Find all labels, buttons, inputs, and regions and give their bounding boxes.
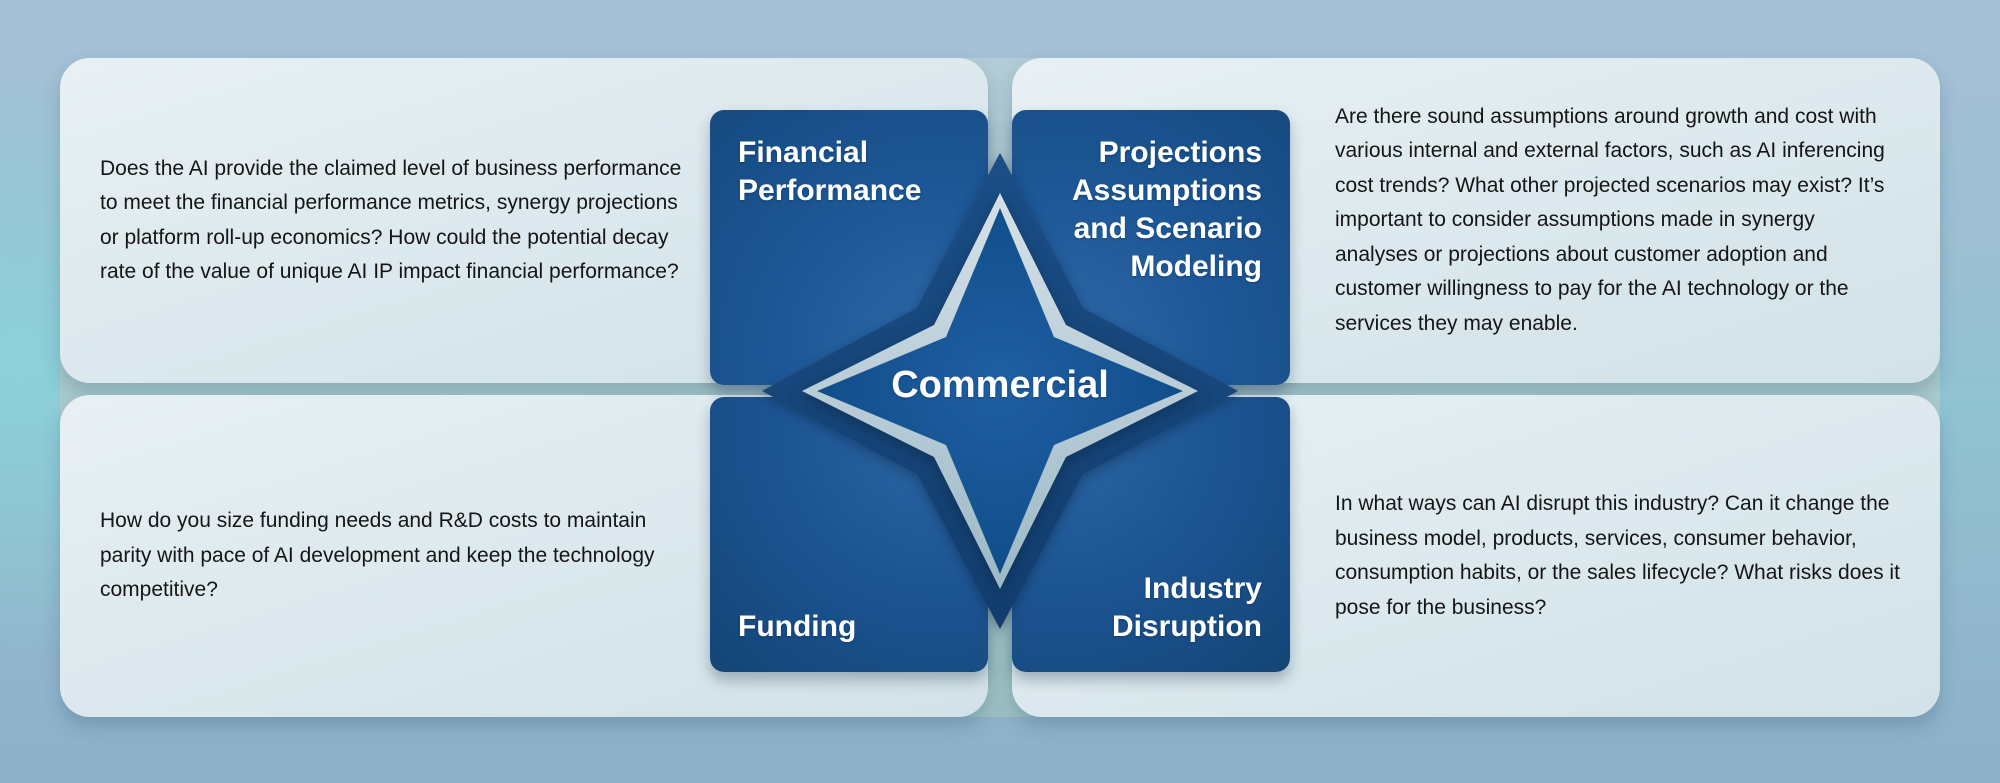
quadrant-tile-funding: Funding (710, 397, 988, 672)
quadrant-description-industry: In what ways can AI disrupt this industr… (1335, 492, 1900, 619)
quadrant-label-industry: Industry Disruption (1112, 572, 1262, 643)
star-inner-shape (817, 208, 1183, 574)
quadrant-label-funding: Funding (738, 610, 857, 643)
quadrant-description-funding: How do you size funding needs and R&D co… (100, 509, 655, 602)
quadrant-description-financial: Does the AI provide the claimed level of… (100, 156, 682, 284)
quadrant-label-financial: Financial Performance (738, 136, 922, 207)
quadrant-label-projections: Projections Assumptions and Scenario Mod… (1071, 136, 1262, 283)
center-label: Commercial (891, 364, 1109, 406)
four-point-star-icon (762, 153, 1238, 629)
quadrant-description-projections: Are there sound assumptions around growt… (1335, 104, 1885, 335)
